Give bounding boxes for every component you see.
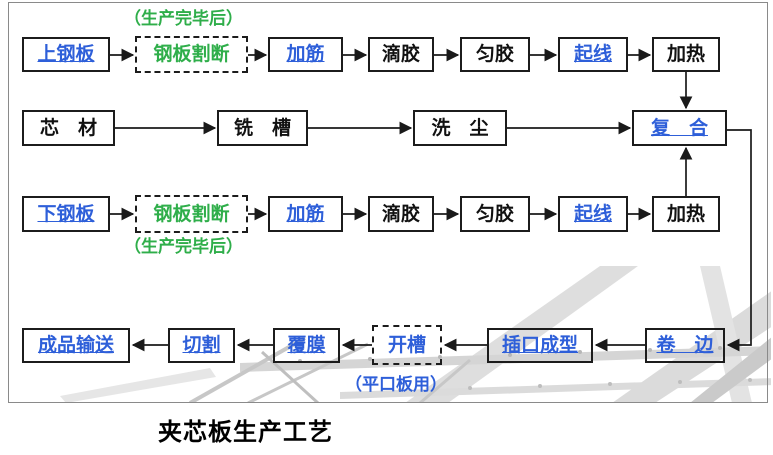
flow-box-glue-spread-top: 匀胶 [460, 37, 530, 72]
cutting-label[interactable]: 切割 [182, 334, 221, 356]
lower-steel-plate-label[interactable]: 下钢板 [37, 202, 95, 225]
glue-spread-top-label: 匀胶 [475, 43, 514, 65]
wire-lining-bottom-label[interactable]: 起线 [573, 202, 612, 225]
flow-box-dust-cleaning: 洗 尘 [413, 110, 507, 146]
ribbing-bottom-label[interactable]: 加筋 [286, 202, 325, 225]
laminating-label[interactable]: 复 合 [650, 116, 708, 139]
heating-top-label: 加热 [666, 43, 705, 65]
flow-box-edge-rolling: 卷 边 [645, 328, 725, 363]
flow-box-glue-drip-bottom: 滴胶 [368, 196, 434, 232]
flow-box-product-output: 成品输送 [22, 328, 130, 363]
product-output-label[interactable]: 成品输送 [37, 334, 114, 356]
grooving-label[interactable]: 开槽 [387, 333, 426, 356]
glue-spread-bottom-label: 匀胶 [475, 202, 514, 225]
flow-box-socket-forming: 插口成型 [487, 328, 593, 363]
flow-box-wire-lining-top: 起线 [558, 37, 628, 72]
flow-box-core-material: 芯 材 [22, 110, 115, 146]
flow-box-upper-steel-plate: 上钢板 [22, 37, 110, 72]
flow-box-ribbing-top: 加筋 [268, 37, 343, 72]
flow-box-ribbing-bottom: 加筋 [268, 196, 343, 232]
flow-box-heating-bottom: 加热 [652, 196, 720, 232]
heating-bottom-label: 加热 [666, 202, 705, 225]
flow-box-plate-cutting-top: 钢板割断 [135, 36, 248, 73]
note-flat-panel: （平口板用） [345, 375, 447, 395]
flow-box-glue-spread-bottom: 匀胶 [460, 196, 530, 232]
edge-rolling-label[interactable]: 卷 边 [656, 334, 714, 356]
socket-forming-label[interactable]: 插口成型 [501, 334, 578, 356]
flow-box-film-coating: 覆膜 [273, 328, 340, 363]
plate-cutting-top-label: 钢板割断 [153, 43, 230, 65]
flow-box-heating-top: 加热 [652, 37, 720, 72]
page-title: 夹芯板生产工艺 [158, 418, 333, 446]
glue-drip-top-label: 滴胶 [381, 43, 420, 65]
note-after-production-top: （生产完毕后） [124, 9, 243, 29]
wire-lining-top-label[interactable]: 起线 [573, 43, 612, 65]
plate-cutting-bottom-label: 钢板割断 [153, 202, 230, 225]
flow-box-laminating: 复 合 [632, 110, 727, 146]
note-after-production-bottom: （生产完毕后） [124, 237, 243, 257]
upper-steel-plate-label[interactable]: 上钢板 [37, 43, 95, 65]
flow-box-lower-steel-plate: 下钢板 [22, 196, 110, 232]
flow-box-cutting: 切割 [168, 328, 235, 363]
flow-box-groove-milling: 铣 槽 [217, 110, 308, 146]
flow-box-grooving: 开槽 [372, 325, 442, 365]
flow-box-wire-lining-bottom: 起线 [558, 196, 628, 232]
groove-milling-label: 铣 槽 [233, 116, 291, 139]
core-material-label: 芯 材 [39, 116, 97, 139]
glue-drip-bottom-label: 滴胶 [381, 202, 420, 225]
flow-box-plate-cutting-bottom: 钢板割断 [135, 195, 248, 233]
film-coating-label[interactable]: 覆膜 [287, 334, 326, 356]
diagram-frame [8, 2, 768, 403]
ribbing-top-label[interactable]: 加筋 [286, 43, 325, 65]
dust-cleaning-label: 洗 尘 [431, 116, 489, 139]
flow-box-glue-drip-top: 滴胶 [368, 37, 434, 72]
